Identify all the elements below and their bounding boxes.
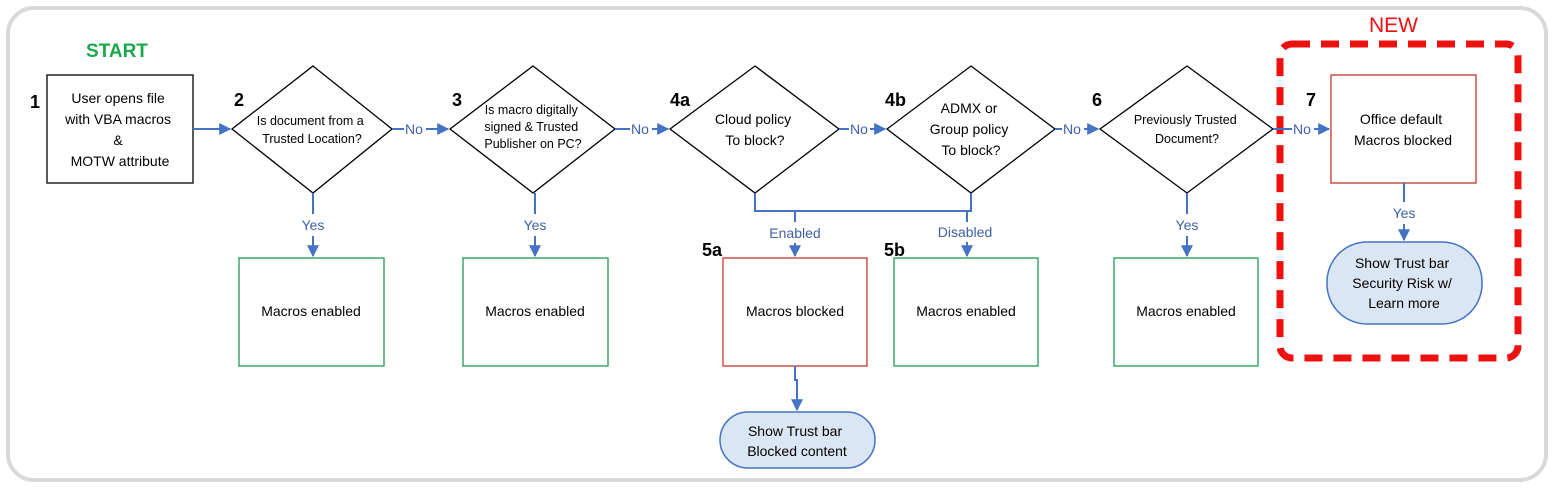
decision-4a-line: To block?: [725, 132, 784, 148]
decision-6-line: Previously Trusted: [1134, 113, 1237, 127]
step-number-4a: 4a: [670, 90, 691, 110]
step-1-start-box: 1 User opens file with VBA macros & MOTW…: [30, 74, 194, 184]
edge-label-no: No: [1063, 121, 1081, 137]
step-number-5b: 5b: [884, 240, 905, 260]
decision-2-trusted-location: 2 Is document from a Trusted Location?: [230, 65, 394, 194]
step-7-office-default-box: 7 Office default Macros blocked: [1306, 74, 1477, 184]
decision-3-line: Is macro digitally: [485, 103, 579, 117]
new-section-border: [1276, 40, 1522, 362]
outcome-5a-text: Macros blocked: [746, 303, 844, 319]
step-number-4b: 4b: [885, 90, 906, 110]
decision-4b-line: Group policy: [930, 121, 1009, 137]
decision-4b-line: To block?: [941, 142, 1000, 158]
edge-label-disabled: Disabled: [938, 224, 992, 240]
svg-text:Show Trust bar Security: Show Trust bar Security Risk w/ Learn mo…: [1352, 255, 1455, 311]
decision-4a-cloud-policy: 4a Cloud policy To block?: [668, 65, 841, 194]
decision-2-line: Is document from a: [257, 114, 364, 128]
step-number-6: 6: [1092, 90, 1102, 110]
svg-text:Show Trust bar Blocked c: Show Trust bar Blocked content: [747, 423, 847, 459]
arrow-5a-to-trustbar: [791, 366, 803, 412]
edge-label-enabled: Enabled: [769, 225, 820, 241]
trust-bar-blocked-node: [719, 411, 876, 469]
svg-text:Cloud policy To block?: Cloud policy To block?: [715, 111, 795, 148]
outcome-5b-box: [893, 257, 1039, 367]
step-number-2: 2: [234, 90, 244, 110]
outer-frame: [6, 6, 1548, 482]
trust-bar-risk-line: Learn more: [1368, 295, 1440, 311]
svg-text:Office default Macros: Office default Macros blocked: [1354, 111, 1452, 148]
svg-text:ADMX or Group policy: ADMX or Group policy To block?: [930, 100, 1012, 158]
outcome-5b-text: Macros enabled: [916, 303, 1016, 319]
decision-4b-line: ADMX or: [941, 100, 998, 116]
step-number-7: 7: [1306, 90, 1316, 110]
outcome-2-text: Macros enabled: [261, 303, 361, 319]
decision-3-line: Publisher on PC?: [484, 137, 581, 151]
edge-label-yes: Yes: [1393, 205, 1416, 221]
trust-bar-risk-line: Security Risk w/: [1352, 275, 1452, 291]
start-label: START: [86, 41, 148, 62]
decision-3-digitally-signed: 3 Is macro digitally signed & Trusted Pu…: [448, 65, 617, 194]
edge-label-yes: Yes: [1176, 217, 1199, 233]
step-7-line: Macros blocked: [1354, 132, 1452, 148]
edge-label-no: No: [850, 121, 868, 137]
edge-label-yes: Yes: [524, 217, 547, 233]
edge-label-no: No: [631, 121, 649, 137]
step-1-line: User opens file: [71, 90, 165, 106]
edge-label-no: No: [1293, 121, 1311, 137]
step-7-line: Office default: [1360, 111, 1442, 127]
step-1-line: with VBA macros: [64, 111, 171, 127]
outcome-6-box: [1113, 257, 1259, 367]
trust-bar-risk-node: [1326, 241, 1483, 325]
outcome-3-text: Macros enabled: [485, 303, 585, 319]
decision-6-line: Document?: [1155, 132, 1219, 146]
trust-bar-blocked-line: Show Trust bar: [748, 423, 842, 439]
new-label: NEW: [1369, 14, 1418, 37]
decision-4b-group-policy: 4b ADMX or Group policy To block?: [885, 65, 1057, 194]
edge-label-yes: Yes: [302, 217, 325, 233]
step-1-line: &: [113, 132, 123, 148]
svg-text:Is macro digitally sig: Is macro digitally signed & Trusted Publ…: [484, 103, 581, 151]
outcome-2-box: [238, 257, 385, 367]
connector-4a-4b-bottom: [754, 193, 972, 212]
edge-label-no: No: [405, 121, 423, 137]
decision-6-previously-trusted: 6 Previously Trusted Document?: [1092, 65, 1275, 194]
step-number-5a: 5a: [702, 240, 723, 260]
outcome-6-text: Macros enabled: [1136, 303, 1236, 319]
decision-3-line: signed & Trusted: [484, 120, 578, 134]
svg-text:Previously Trusted Doc: Previously Trusted Document?: [1134, 113, 1240, 146]
step-1-text: User opens file with VBA macros & MOTW a…: [64, 90, 175, 169]
trust-bar-blocked-line: Blocked content: [747, 443, 847, 459]
svg-text:Is document from a Tru: Is document from a Trusted Location?: [257, 114, 367, 146]
trust-bar-risk-line: Show Trust bar: [1355, 255, 1449, 271]
step-number-3: 3: [452, 90, 462, 110]
step-number-1: 1: [30, 92, 40, 112]
decision-4a-line: Cloud policy: [715, 111, 791, 127]
step-1-line: MOTW attribute: [71, 153, 170, 169]
outcome-5a-box: [722, 257, 868, 367]
decision-2-line: Trusted Location?: [262, 132, 362, 146]
outcome-3-box: [462, 257, 609, 367]
